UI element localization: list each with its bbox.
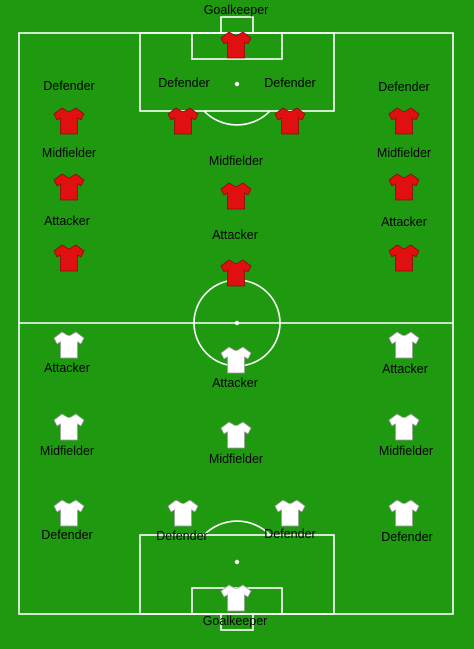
home-shirt-icon [220,259,252,287]
home-shirt-icon [274,107,306,135]
top-goal [220,16,254,34]
player-role-label: Attacker [44,361,90,375]
player-role-label: Goalkeeper [202,614,268,628]
home-shirt-icon [388,107,420,135]
centre-spot [234,320,240,326]
away-shirt-icon [53,413,85,441]
bottom-goal [220,613,254,631]
away-shirt-icon [388,499,420,527]
player-role-label: Attacker [212,228,258,242]
away-shirt-icon [220,421,252,449]
player-role-label: Defender [264,76,316,90]
home-shirt-icon [53,244,85,272]
home-shirt-icon [53,173,85,201]
home-shirt-icon [53,107,85,135]
player-role-label: Midfielder [378,444,434,458]
player-role-label: Attacker [212,376,258,390]
bottom-penalty-arc [203,520,271,536]
away-shirt-icon [388,331,420,359]
player-role-label: Attacker [382,362,428,376]
top-penalty-arc [203,110,271,126]
top-penalty-spot [234,81,240,87]
player-role-label: Defender [378,80,430,94]
player-role-label: Midfielder [41,146,97,160]
away-shirt-icon [220,346,252,374]
home-shirt-icon [167,107,199,135]
player-role-label: Midfielder [208,452,264,466]
home-shirt-icon [388,173,420,201]
player-role-label: Defender [264,527,316,541]
player-role-label: Defender [156,529,208,543]
player-role-label: Attacker [44,214,90,228]
player-role-label: Midfielder [39,444,95,458]
player-role-label: Attacker [381,215,427,229]
home-shirt-icon [220,31,252,59]
player-role-label: Defender [43,79,95,93]
away-shirt-icon [274,499,306,527]
player-role-label: Midfielder [208,154,264,168]
away-shirt-icon [388,413,420,441]
player-role-label: Defender [41,528,93,542]
home-shirt-icon [220,182,252,210]
player-role-label: Goalkeeper [203,3,269,17]
bottom-penalty-spot [234,559,240,565]
away-shirt-icon [220,584,252,612]
away-shirt-icon [167,499,199,527]
away-shirt-icon [53,499,85,527]
player-role-label: Defender [158,76,210,90]
away-shirt-icon [53,331,85,359]
player-role-label: Midfielder [376,146,432,160]
home-shirt-icon [388,244,420,272]
player-role-label: Defender [381,530,433,544]
